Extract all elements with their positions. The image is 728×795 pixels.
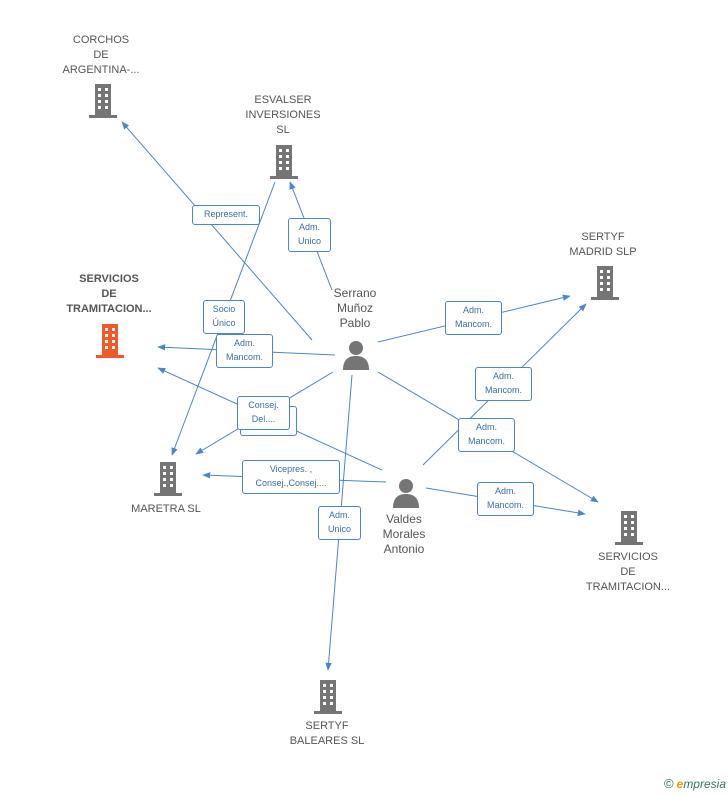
company-label-esvalser[interactable]: ESVALSER INVERSIONES SL bbox=[245, 94, 321, 136]
relation-label-consej-del[interactable]: Consej. Del.... bbox=[237, 396, 290, 430]
building-icon[interactable] bbox=[87, 84, 119, 118]
company-label-servicios-2[interactable]: SERVICIOS DE TRAMITACION... bbox=[585, 551, 671, 593]
company-label-sertyf-baleares[interactable]: SERTYF BALEARES SL bbox=[289, 720, 365, 747]
company-label-servicios-focus[interactable]: SERVICIOS DE TRAMITACION... bbox=[66, 273, 152, 315]
company-label-sertyf-madrid[interactable]: SERTYF MADRID SLP bbox=[569, 231, 637, 258]
building-icon[interactable] bbox=[268, 145, 300, 179]
relation-label-socio-unico[interactable]: Socio Único bbox=[203, 300, 245, 334]
empresia-logo: ©empresia bbox=[664, 776, 726, 791]
company-label-corchos[interactable]: CORCHOS DE ARGENTINA-... bbox=[62, 34, 140, 76]
person-icon[interactable] bbox=[392, 478, 420, 508]
relation-label-adm-mancom-madrid-serrano[interactable]: Adm. Mancom. bbox=[445, 301, 502, 335]
edge-serrano-corchos bbox=[121, 121, 313, 341]
relation-label-adm-unico-baleares[interactable]: Adm. Unico bbox=[318, 506, 361, 540]
person-label-valdes[interactable]: Valdes Morales Antonio bbox=[382, 512, 426, 556]
relation-label-adm-mancom-servicios2-valdes[interactable]: Adm. Mancom. bbox=[477, 482, 534, 516]
relation-label-adm-mancom-servicios2-serrano[interactable]: Adm. Mancom. bbox=[458, 418, 515, 452]
person-label-serrano[interactable]: Serrano Muñoz Pablo bbox=[333, 286, 377, 330]
relation-label-vicepres[interactable]: Vicepres. , Consej.,Consej.... bbox=[242, 460, 340, 494]
building-icon[interactable] bbox=[94, 324, 126, 358]
relation-label-adm-unico-esvalser[interactable]: Adm. Unico bbox=[288, 218, 331, 252]
person-icon[interactable] bbox=[342, 340, 370, 370]
relation-label-adm-mancom-servicios[interactable]: Adm. Mancom. bbox=[216, 334, 273, 368]
building-icon[interactable] bbox=[312, 680, 344, 714]
building-icon[interactable] bbox=[613, 511, 645, 545]
relation-label-adm-mancom-madrid-valdes[interactable]: Adm. Mancom. bbox=[475, 367, 532, 401]
company-label-maretra[interactable]: MARETRA SL bbox=[131, 503, 201, 515]
relation-label-represent[interactable]: Represent. bbox=[192, 205, 260, 225]
building-icon[interactable] bbox=[152, 462, 184, 496]
building-icon[interactable] bbox=[589, 266, 621, 300]
